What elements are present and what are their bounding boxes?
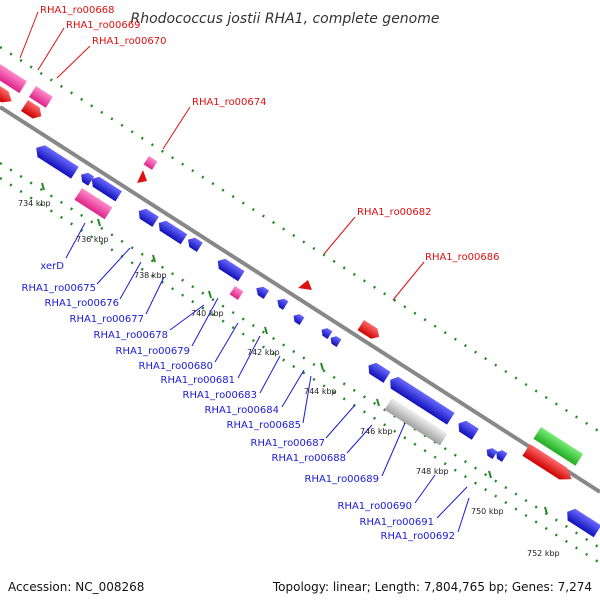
feature-ro00685b[interactable] xyxy=(328,334,342,347)
label-leaders-top xyxy=(19,11,425,301)
gene-label-xerD[interactable]: xerD xyxy=(40,261,64,272)
genome-map: Rhodococcus jostii RHA1, complete genome… xyxy=(0,5,600,565)
gene-label-ro00689[interactable]: RHA1_ro00689 xyxy=(305,474,380,485)
gene-label-ro00687[interactable]: RHA1_ro00687 xyxy=(251,438,326,449)
gene-label-ro00669[interactable]: RHA1_ro00669 xyxy=(66,20,141,31)
feature-ro00669[interactable] xyxy=(0,86,15,107)
genome-summary: Topology: linear; Length: 7,804,765 bp; … xyxy=(272,580,592,594)
feature-ro00690[interactable] xyxy=(484,446,498,459)
tick-label-750: 750 kbp xyxy=(471,507,504,516)
feature-ro00678[interactable] xyxy=(156,218,188,245)
gene-labels-top: RHA1_ro00668 RHA1_ro00669 RHA1_ro00670 R… xyxy=(40,5,500,263)
gene-label-ro00684[interactable]: RHA1_ro00684 xyxy=(205,405,280,416)
feature-ro00668[interactable] xyxy=(0,64,27,94)
feature-ro00670[interactable] xyxy=(28,86,53,108)
feature-ro00685[interactable] xyxy=(319,326,333,339)
tick-label-736: 736 kbp xyxy=(76,235,109,244)
feature-ro00689b[interactable] xyxy=(455,418,479,440)
gene-label-ro00670[interactable]: RHA1_ro00670 xyxy=(92,36,167,47)
gene-label-ro00690[interactable]: RHA1_ro00690 xyxy=(338,501,413,512)
tick-label-740: 740 kbp xyxy=(191,309,224,318)
gene-label-ro00678[interactable]: RHA1_ro00678 xyxy=(94,330,169,341)
feature-ro00676[interactable] xyxy=(89,174,122,202)
tick-label-738: 738 kbp xyxy=(134,271,167,280)
gene-label-ro00674[interactable]: RHA1_ro00674 xyxy=(192,97,267,108)
gene-label-ro00668[interactable]: RHA1_ro00668 xyxy=(40,5,115,16)
gene-label-ro00679[interactable]: RHA1_ro00679 xyxy=(116,346,191,357)
accession-label: Accession: NC_008268 xyxy=(8,580,145,594)
feature-ro00675-pink[interactable] xyxy=(74,188,113,220)
tick-label-734: 734 kbp xyxy=(18,199,51,208)
feature-ro00674-arrow[interactable] xyxy=(137,170,147,183)
feature-ro00680-pink[interactable] xyxy=(229,286,244,300)
gene-label-ro00688[interactable]: RHA1_ro00688 xyxy=(272,453,347,464)
gene-label-ro00686[interactable]: RHA1_ro00686 xyxy=(425,252,500,263)
gene-label-ro00692[interactable]: RHA1_ro00692 xyxy=(381,531,456,542)
tick-label-746: 746 kbp xyxy=(360,427,393,436)
feature-ro00674[interactable] xyxy=(143,156,158,170)
gene-label-ro00685[interactable]: RHA1_ro00685 xyxy=(227,420,302,431)
forward-strand-features xyxy=(0,64,584,485)
scale-labels: 734 kbp 736 kbp 738 kbp 740 kbp 742 kbp … xyxy=(18,199,560,558)
feature-ro00683[interactable] xyxy=(275,296,289,310)
feature-ro00675[interactable] xyxy=(78,170,95,186)
tick-label-742: 742 kbp xyxy=(247,348,280,357)
sequence-backbone xyxy=(0,105,600,494)
feature-ro00688[interactable] xyxy=(386,374,455,425)
feature-ro00681[interactable] xyxy=(254,284,270,299)
gene-label-ro00681[interactable]: RHA1_ro00681 xyxy=(161,375,236,386)
gene-label-ro00682[interactable]: RHA1_ro00682 xyxy=(357,207,432,218)
gene-label-ro00676[interactable]: RHA1_ro00676 xyxy=(45,298,120,309)
label-leaders-bottom xyxy=(65,222,470,533)
feature-rna-green[interactable] xyxy=(533,427,584,466)
feature-ro00691[interactable] xyxy=(494,448,508,462)
feature-xerD[interactable] xyxy=(32,142,79,179)
reverse-strand-features xyxy=(32,142,600,538)
tick-label-748: 748 kbp xyxy=(416,467,449,476)
gene-label-ro00677[interactable]: RHA1_ro00677 xyxy=(70,314,145,325)
feature-ro00680[interactable] xyxy=(215,256,245,282)
feature-ro00687[interactable] xyxy=(365,360,391,383)
gene-label-ro00683[interactable]: RHA1_ro00683 xyxy=(183,390,258,401)
feature-ro00682[interactable] xyxy=(298,280,312,290)
feature-ro00689[interactable] xyxy=(384,398,448,446)
feature-ro00686[interactable] xyxy=(357,320,383,342)
feature-forward-red-end[interactable] xyxy=(522,444,575,485)
tick-label-744: 744 kbp xyxy=(304,387,337,396)
gene-label-ro00691[interactable]: RHA1_ro00691 xyxy=(360,517,435,528)
feature-ro00692[interactable] xyxy=(563,506,600,538)
feature-ro00677[interactable] xyxy=(136,206,159,227)
tick-label-752: 752 kbp xyxy=(527,549,560,558)
gene-labels-bottom: xerD RHA1_ro00675 RHA1_ro00676 RHA1_ro00… xyxy=(22,261,456,542)
feature-ro00679[interactable] xyxy=(185,235,203,252)
gene-label-ro00675[interactable]: RHA1_ro00675 xyxy=(22,283,97,294)
feature-ro00684[interactable] xyxy=(291,312,305,325)
map-title: Rhodococcus jostii RHA1, complete genome xyxy=(130,11,439,27)
feature-ro00669b[interactable] xyxy=(20,100,45,122)
gene-label-ro00680[interactable]: RHA1_ro00680 xyxy=(139,361,214,372)
